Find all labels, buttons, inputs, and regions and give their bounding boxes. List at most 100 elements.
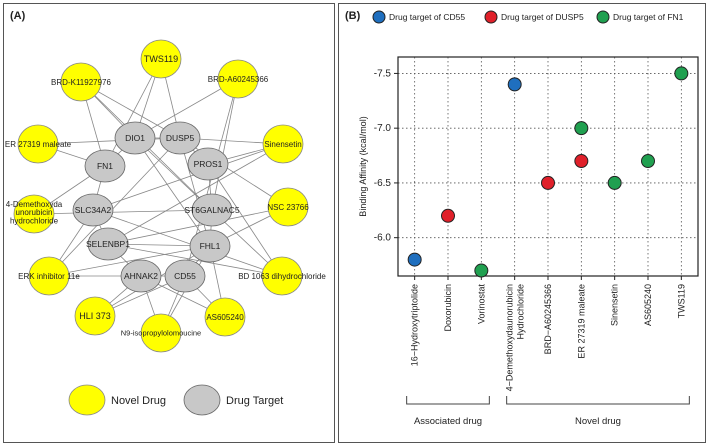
x-tick-label: BRD−A60245366 [543, 284, 553, 354]
target-node-fn1 [84, 149, 126, 183]
drug-node-bd-1063-dihydrochloride [261, 256, 303, 296]
drug-label-brd-a60245366: BRD-A60245366 [208, 75, 269, 84]
legend-marker-drug-target-of-dusp5 [484, 10, 498, 24]
target-node-slc34a2 [72, 193, 114, 227]
network-edge [92, 209, 283, 277]
drug-node-n9-isopropylolomoucine [140, 313, 182, 353]
point-drug-target-of-fn1 [607, 175, 622, 190]
point-drug-target-of-fn1 [474, 263, 489, 278]
target-label-dio1: DIO1 [125, 133, 145, 143]
x-tick-label: 4−DemethoxydaunorubicinHydrochloride [505, 284, 526, 391]
drug-node-er-27319-maleate [17, 124, 59, 164]
network-edge [107, 206, 289, 245]
drug-node-erk-inhibitor-11e [28, 256, 70, 296]
target-label-fn1: FN1 [97, 161, 113, 171]
target-label-pros1: PROS1 [194, 159, 223, 169]
network-edge [92, 143, 284, 211]
network-edge [107, 243, 283, 277]
network-edges [33, 58, 289, 334]
drug-label-nsc-23766: NSC 23766 [267, 203, 309, 212]
legend-novel-drug-symbol [68, 384, 106, 416]
group-label-associated-drug: Associated drug [414, 416, 482, 427]
drug-label-n9-isopropylolomoucine: N9-isopropylolomoucine [121, 329, 201, 338]
network-edge [179, 137, 211, 247]
drug-label-sinensetin: Sinensetin [264, 140, 301, 149]
target-label-cd55: CD55 [174, 271, 196, 281]
drug-label-bd-1063-dihydrochloride: BD 1063 dihydrochloride [238, 272, 326, 281]
y-tick-label: -6.5 [374, 178, 392, 189]
point-drug-target-of-fn1 [574, 121, 589, 136]
legend-marker-drug-target-of-fn1 [596, 10, 610, 24]
panel-b: (B) Drug target of CD55 Drug target of DU… [338, 3, 706, 443]
y-tick-label: -7.0 [374, 123, 392, 134]
drug-node-brd-k11927976 [60, 62, 102, 102]
x-tick-label: Vorinostat [476, 284, 486, 325]
point-drug-target-of-cd55 [507, 77, 522, 92]
drug-node-4-demethoxydaunorubicin-hydrochloride [13, 194, 55, 234]
y-tick-label: -6.0 [374, 233, 392, 244]
network-edge [33, 209, 213, 215]
y-axis-label: Binding Affinity (kcal/mol) [358, 116, 368, 216]
drug-label-hli-373: HLI 373 [79, 311, 111, 321]
target-node-pros1 [187, 147, 229, 181]
network-edge [48, 137, 181, 277]
panel-a-label: (A) [10, 10, 26, 22]
legend-drug-target-symbol [183, 384, 221, 416]
point-drug-target-of-dusp5 [574, 154, 589, 169]
x-tick-label: TWS119 [676, 284, 686, 318]
group-bracket-associated-drug [406, 396, 490, 405]
x-tick-label: Sinensetin [610, 284, 620, 326]
drug-node-hli-373 [74, 296, 116, 336]
drug-node-sinensetin [262, 124, 304, 164]
panel-b-label: (B) [345, 10, 361, 22]
drug-label-erk-inhibitor-11e: ERK inhibitor 11e [18, 272, 80, 281]
x-tick-label: 16−Hydroxytriptolide [410, 284, 420, 366]
network-edge [104, 58, 162, 167]
target-label-dusp5: DUSP5 [166, 133, 195, 143]
drug-label-brd-k11927976: BRD-K11927976 [51, 78, 111, 87]
network-edge [134, 137, 211, 247]
legend-marker-drug-target-of-cd55 [372, 10, 386, 24]
point-drug-target-of-cd55 [407, 252, 422, 267]
network-edge [48, 245, 211, 277]
y-tick-label: -7.5 [374, 68, 392, 79]
legend-novel-drug-label: Novel Drug [111, 395, 166, 407]
point-drug-target-of-fn1 [674, 66, 689, 81]
target-label-slc34a2: SLC34A2 [75, 205, 112, 215]
target-label-st6galnac5: ST6GALNAC5 [184, 205, 240, 215]
network-edge [211, 78, 239, 211]
x-tick-label: ER 27319 maleate [576, 284, 586, 359]
target-node-ahnak2 [120, 259, 162, 293]
drug-node-nsc-23766 [267, 187, 309, 227]
legend-label-drug-target-of-dusp5: Drug target of DUSP5 [501, 12, 584, 22]
network-edge [37, 137, 181, 145]
point-drug-target-of-dusp5 [541, 175, 555, 190]
legend-label-drug-target-of-cd55: Drug target of CD55 [389, 12, 465, 22]
target-node-cd55 [164, 259, 206, 293]
x-tick-label: AS605240 [643, 284, 653, 326]
drug-node-tws119 [140, 39, 182, 79]
network-edge [207, 163, 283, 277]
target-label-ahnak2: AHNAK2 [124, 271, 158, 281]
target-label-fhl1: FHL1 [200, 241, 221, 251]
x-tick-label: Doxorubicin [443, 284, 453, 332]
point-drug-target-of-dusp5 [441, 208, 455, 223]
drug-node-as605240 [204, 297, 246, 337]
target-node-dusp5 [159, 121, 201, 155]
target-node-selenbp1 [87, 227, 129, 261]
drug-label-as605240: AS605240 [206, 313, 244, 322]
legend-label-drug-target-of-fn1: Drug target of FN1 [613, 12, 684, 22]
drug-node-brd-a60245366 [217, 59, 259, 99]
drug-label-er-27319-maleate: ER 27319 maleate [5, 140, 72, 149]
group-label-novel-drug: Novel drug [575, 416, 621, 427]
target-node-dio1 [114, 121, 156, 155]
target-node-st6galnac5 [191, 193, 233, 227]
network-edge [179, 137, 289, 208]
point-drug-target-of-fn1 [641, 154, 655, 169]
drug-label-tws119: TWS119 [144, 54, 178, 64]
legend-drug-target-label: Drug Target [226, 395, 283, 407]
target-label-selenbp1: SELENBP1 [86, 239, 130, 249]
